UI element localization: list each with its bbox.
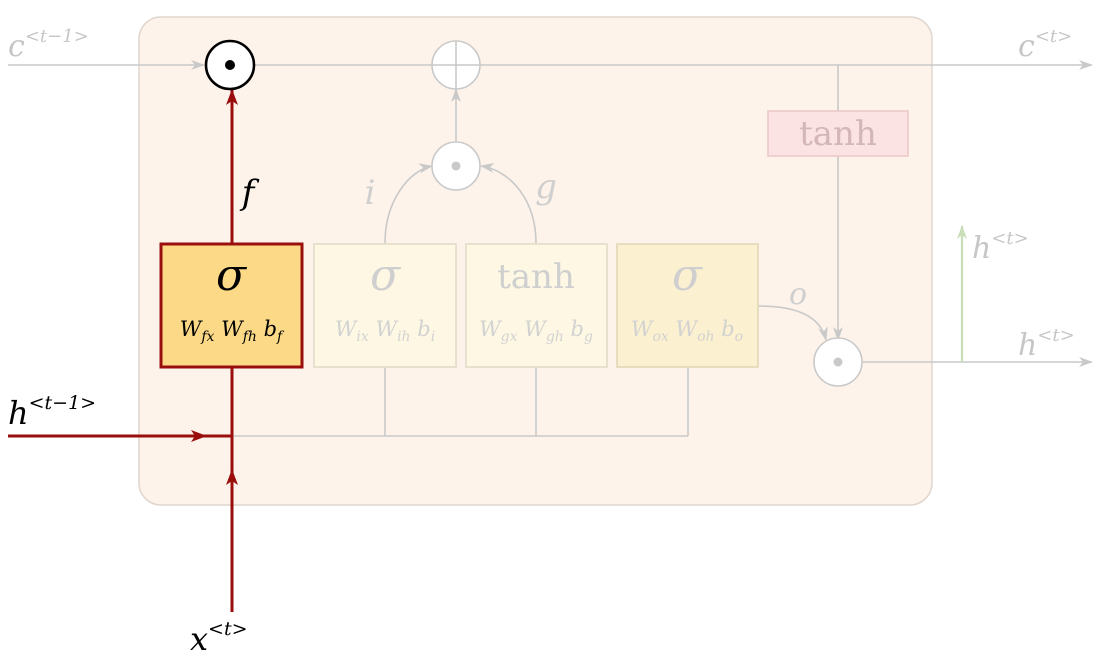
h-prev-label: h<t−1>	[8, 392, 96, 432]
cell-add-node	[431, 40, 481, 90]
input-gate-curve	[384, 163, 433, 244]
input-gate: σ Wix Wih bi	[313, 243, 457, 368]
candidate-gate: tanh Wgx Wgh bg	[465, 243, 608, 368]
output-gate-curve	[757, 305, 828, 341]
output-gate-symbol: σ	[672, 250, 704, 301]
x-input-label: x<t>	[190, 618, 248, 658]
active-connections	[8, 89, 238, 612]
forget-gate-symbol: σ	[216, 250, 248, 301]
forget-mult-node	[204, 39, 256, 91]
h-up-label: h<t>	[972, 228, 1029, 266]
c-next-label: c<t>	[1018, 26, 1072, 64]
output-gate: σ Wox Woh bo	[616, 243, 759, 368]
candidate-gate-symbol: tanh	[497, 257, 575, 297]
candidate-gate-curve	[480, 162, 537, 244]
h-next-label: h<t>	[1018, 325, 1075, 363]
input-gate-symbol: σ	[370, 250, 402, 301]
output-gate-label: o	[789, 277, 807, 312]
cell-tanh-box: tanh	[767, 110, 909, 157]
input-mult-node	[431, 141, 481, 191]
input-gate-params: Wix Wih bi	[335, 317, 435, 345]
forget-gate-params: Wfx Wfh bf	[180, 317, 285, 345]
candidate-output-label: g	[535, 167, 557, 207]
c-prev-label: c<t−1>	[8, 26, 89, 64]
forget-gate: σ Wfx Wfh bf	[159, 242, 304, 369]
output-mult-node	[813, 337, 863, 387]
input-gate-output-label: i	[365, 173, 376, 213]
faded-connections	[8, 60, 1093, 437]
cell-tanh-label: tanh	[799, 114, 877, 154]
candidate-gate-params: Wgx Wgh bg	[479, 317, 593, 345]
output-gate-params: Wox Woh bo	[631, 317, 743, 345]
